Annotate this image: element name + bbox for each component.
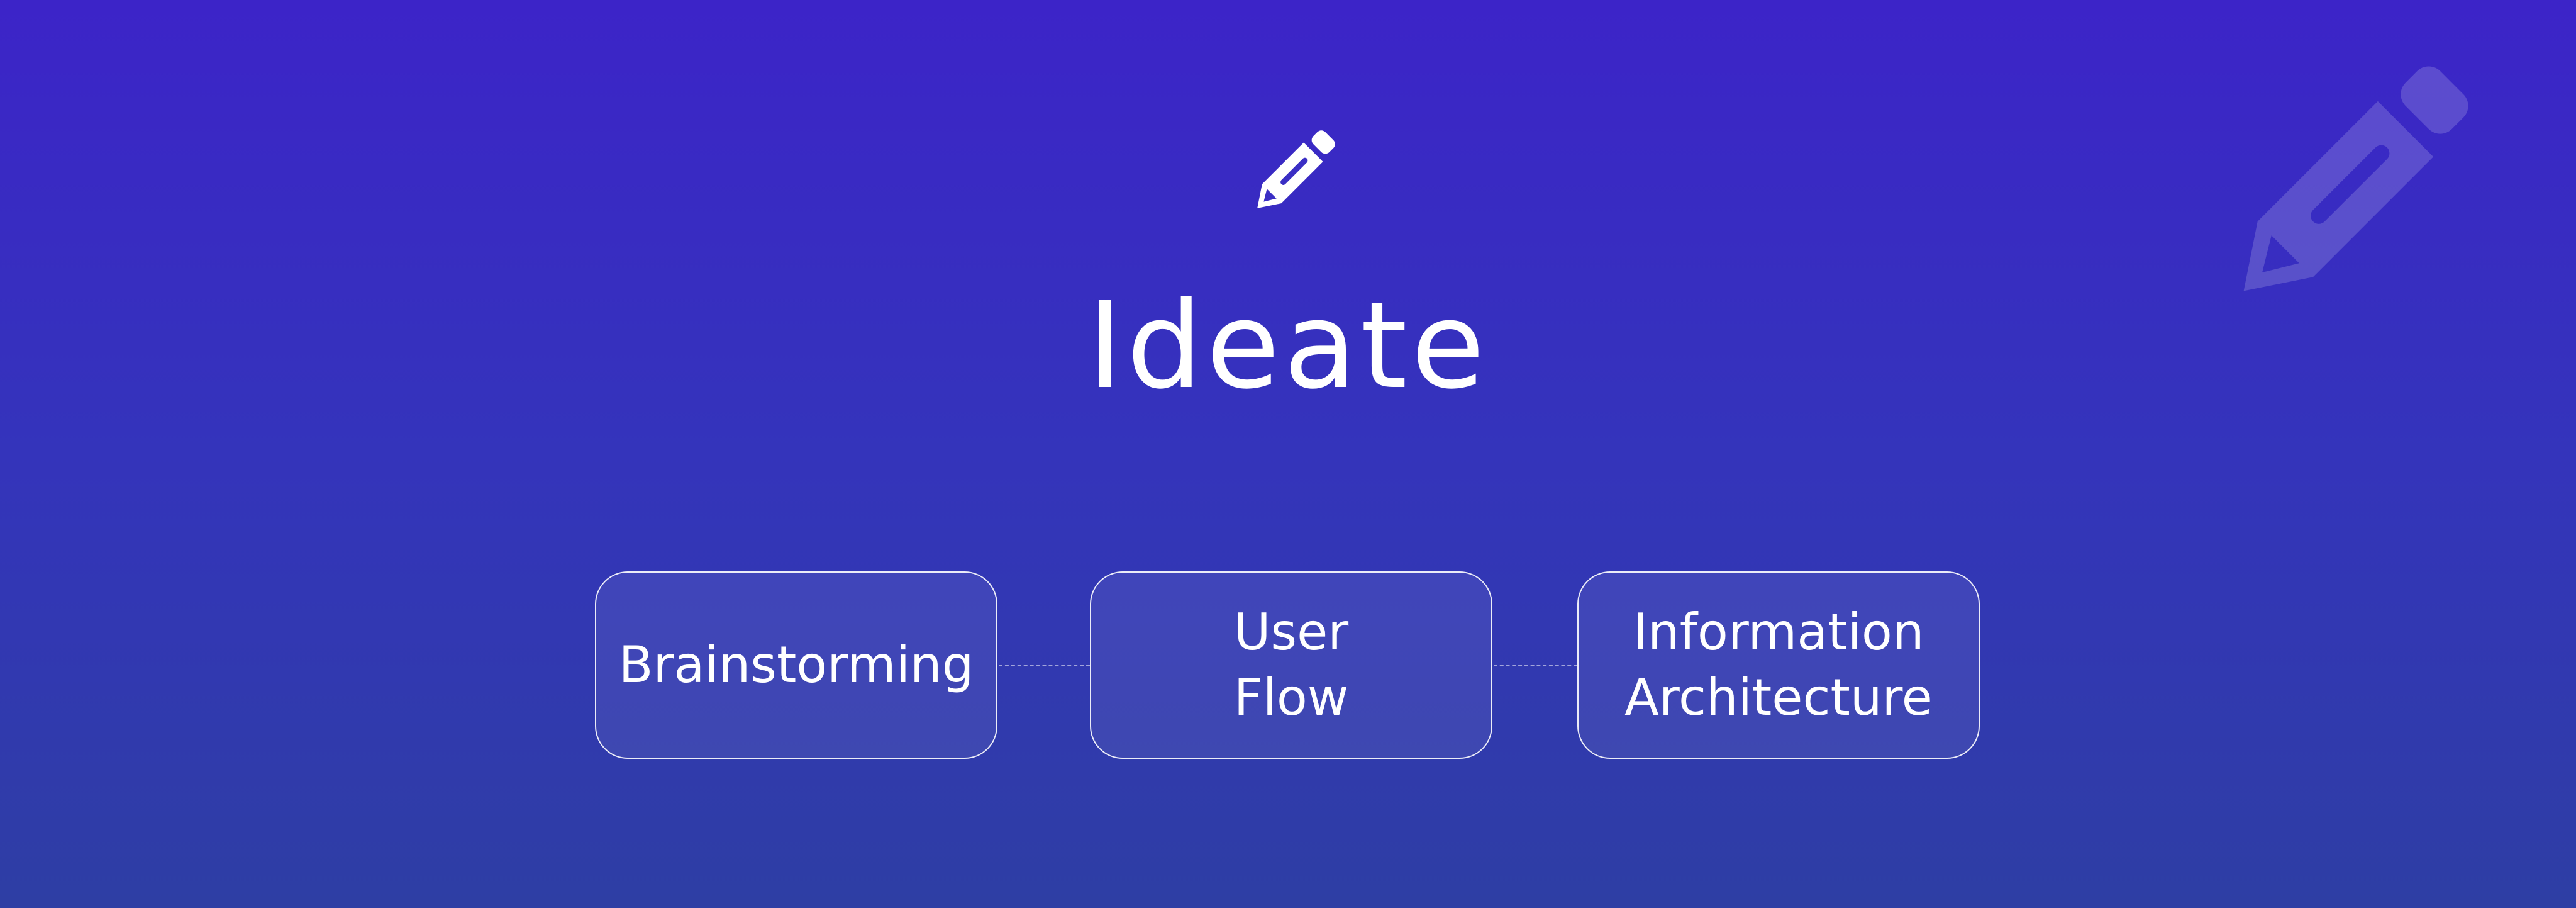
flow-connector (1494, 665, 1577, 666)
flow-node-user-flow: User Flow (1090, 571, 1492, 759)
page-title: Ideate (1087, 276, 1489, 415)
background-pencil-icon (2243, 66, 2468, 291)
pencil-icon (1257, 130, 1335, 208)
flow-node-information-architecture: Information Architecture (1577, 571, 1980, 759)
flow-node-brainstorming: Brainstorming (595, 571, 997, 759)
flow-connector (999, 665, 1090, 666)
